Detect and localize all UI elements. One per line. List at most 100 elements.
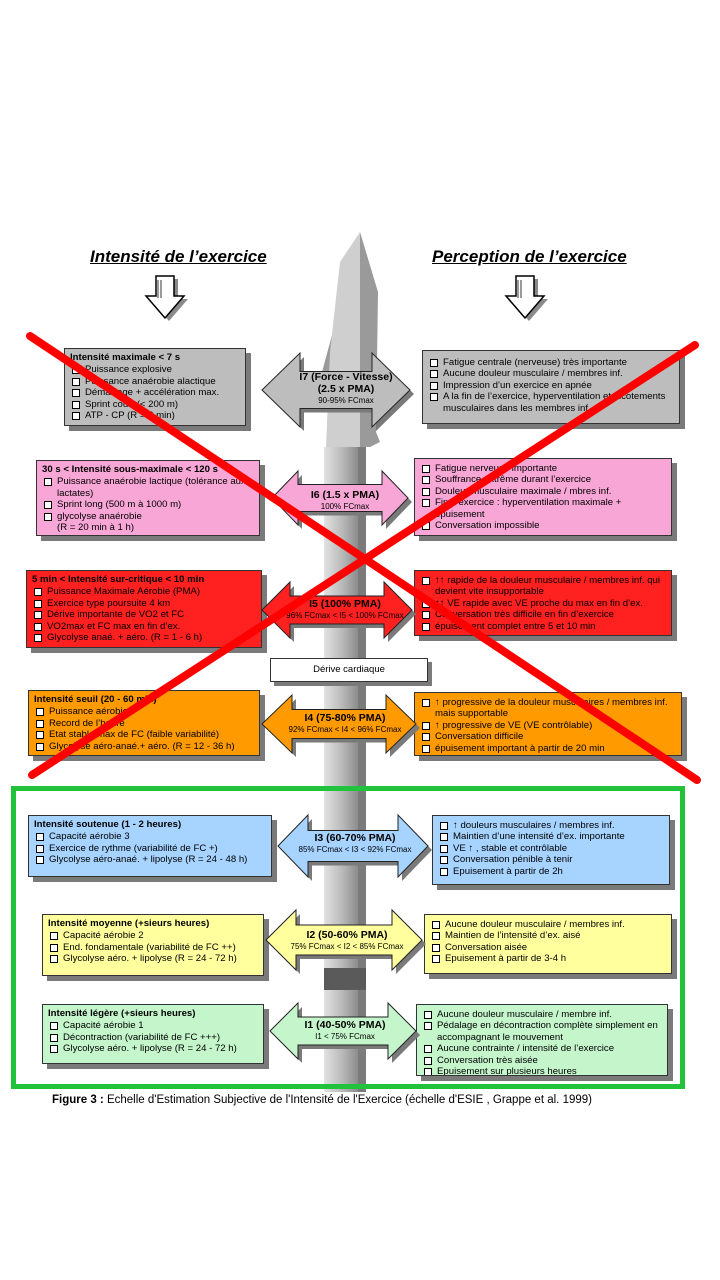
perception-item: Epuisement sur plusieurs heures (422, 1066, 662, 1075)
intensity-title: Intensité maximale < 7 s (70, 352, 181, 363)
perception-item: Aucune douleur musculaire / membre inf. (422, 1009, 662, 1020)
intensity-title: Intensité soutenue (1 - 2 heures) (34, 819, 182, 830)
intensity-item: VO2max et FC max en fin d’ex. (32, 621, 256, 632)
arrow-label-main: I5 (100% PMA) (309, 598, 381, 610)
caption-label: Figure 3 : (52, 1094, 104, 1106)
perception-item: Conversation très difficile en fin d’exe… (420, 609, 666, 620)
intensity-item: Démarrage + accélération max. (70, 387, 240, 398)
intensity-item: Dérive importante de VO2 et FC (32, 609, 256, 620)
intensity-item: Etat stable max de FC (faible variabilit… (34, 729, 254, 740)
intensity-box-i7: Intensité maximale < 7 s Puissance explo… (64, 348, 246, 426)
perception-item: épuisement important à partir de 20 min (420, 743, 676, 754)
arrow-label-note: I1 < 75% FCmax (315, 1032, 375, 1041)
intensity-title: Intensité légère (+sieurs heures) (48, 1008, 196, 1019)
arrow-label-main: I7 (Force - Vitesse) (299, 371, 393, 383)
arrow-label-main: I6 (1.5 x PMA) (310, 489, 380, 501)
perception-item: Maintien d’une intensité d’ex. important… (438, 831, 664, 842)
intensity-item: Glycolyse aéro. + lipolyse (R = 24 - 72 … (48, 1043, 258, 1054)
perception-box-i7: Fatigue centrale (nerveuse) très importa… (422, 350, 680, 424)
perception-item: Aucune douleur musculaire / membres inf. (430, 919, 666, 930)
perception-box-i1: Aucune douleur musculaire / membre inf. … (416, 1004, 668, 1076)
arrow-label-sub: (2.5 x PMA) (317, 383, 375, 395)
double-arrow-i5 (261, 580, 413, 640)
double-arrow-i3 (277, 813, 429, 879)
intensity-title: Intensité seuil (20 - 60 min) (34, 694, 157, 705)
cross-line (28, 341, 699, 779)
perception-item: ↑ progressive de VE (VE contrôlable) (420, 720, 676, 731)
intensity-item: Glycolyse aéro-anaé.+ aéro. (R = 12 - 36… (34, 741, 254, 752)
intensity-note: (R = 20 min à 1 h) (57, 522, 135, 534)
intensity-title: Intensité moyenne (+sieurs heures) (48, 918, 210, 929)
intensity-title: 5 min < Intensité sur-critique < 10 min (32, 574, 205, 585)
arrow-label-note: 90-95% FCmax (318, 396, 374, 405)
perception-item: Aucune contrainte / intensité de l’exerc… (422, 1043, 662, 1054)
arrow-label-i1: I1 (40-50% PMA) I1 < 75% FCmax (270, 1019, 420, 1043)
intensity-item: Puissance aérobie (34, 706, 254, 717)
perception-item: Douleur musculaire maximale / mbres inf. (420, 486, 666, 497)
perception-item: ↑ douleurs musculaires / membres inf. (438, 820, 664, 831)
arrow-label-main: I4 (75-80% PMA) (304, 712, 386, 724)
perception-item: Conversation aisée (430, 942, 666, 953)
perception-item: Fin d’exercice : hyperventilation maxima… (420, 497, 666, 520)
perception-item: ↑ progressive de la douleur musculaires … (420, 697, 676, 720)
perception-item: Impression d’un exercice en apnée (428, 380, 674, 391)
caption-text: Echelle d'Estimation Subjective de l'Int… (103, 1094, 592, 1106)
perception-item: épuisement complet entre 5 et 10 min (420, 621, 666, 632)
intensity-item: Capacité aérobie 3 (34, 831, 266, 842)
arrow-label-note: 85% FCmax < I3 < 92% FCmax (298, 845, 412, 854)
perception-item: Conversation pénible à tenir (438, 854, 664, 865)
intensity-box-i3: Intensité soutenue (1 - 2 heures) Capaci… (28, 815, 272, 877)
arrow-label-note: 92% FCmax < I4 < 96% FCmax (288, 725, 402, 734)
perception-item: A la fin de l’exercice, hyperventilation… (428, 391, 674, 414)
intensity-box-i5: 5 min < Intensité sur-critique < 10 min … (26, 570, 262, 648)
arrow-label-note: 96% FCmax < I5 < 100% FCmax (286, 611, 404, 620)
right-heading: Perception de l’exercice (432, 247, 627, 266)
perception-box-i4: ↑ progressive de la douleur musculaires … (414, 692, 682, 756)
arrow-label-main: I2 (50-60% PMA) (306, 929, 388, 941)
perception-item: Epuisement à partir de 3-4 h (430, 953, 666, 964)
perception-item: Conversation très aisée (422, 1055, 662, 1066)
arrow-label-note: 75% FCmax < I2 < 85% FCmax (290, 942, 404, 951)
perception-item: Aucune douleur musculaire / membres inf. (428, 368, 674, 379)
arrow-label-i4: I4 (75-80% PMA) 92% FCmax < I4 < 96% FCm… (270, 712, 420, 736)
arrow-label-i3: I3 (60-70% PMA) 85% FCmax < I3 < 92% FCm… (280, 832, 430, 856)
perception-box-i3: ↑ douleurs musculaires / membres inf. Ma… (432, 815, 670, 885)
intensity-box-i4: Intensité seuil (20 - 60 min) Puissance … (28, 690, 260, 756)
double-arrow-i1 (269, 1001, 417, 1061)
perception-item: Pédalage en décontraction complète simpl… (422, 1020, 662, 1043)
intensity-item: Record de l’heure (34, 718, 254, 729)
intensity-item: Capacité aérobie 2 (48, 930, 258, 941)
intensity-item: Capacité aérobie 1 (48, 1020, 258, 1031)
double-arrow-i2 (265, 908, 423, 972)
intensity-item: Exercice type poursuite 4 km (32, 598, 256, 609)
intensity-item: ATP - CP (R = 3 min) (70, 410, 240, 421)
green-highlight-frame (11, 786, 685, 1089)
perception-item: Souffrance extrême durant l’exercice (420, 474, 666, 485)
perception-box-i5: ↑↑ rapide de la douleur musculaire / mem… (414, 570, 672, 636)
perception-item: VE ↑ , stable et contrôlable (438, 843, 664, 854)
perception-item: Fatigue nerveuse importante (420, 463, 666, 474)
arrow-label-i6: I6 (1.5 x PMA) 100% FCmax (280, 489, 410, 513)
double-arrow-i7 (261, 351, 411, 429)
intensity-box-i2: Intensité moyenne (+sieurs heures) Capac… (42, 914, 264, 976)
intensity-item: Exercice de rythme (variabilité de FC +) (34, 843, 266, 854)
perception-item: Conversation difficile (420, 731, 676, 742)
arrow-label-i7: I7 (Force - Vitesse) (2.5 x PMA) 90-95% … (284, 371, 408, 407)
cardiac-drift-label: Dérive cardiaque (270, 658, 428, 682)
double-arrow-i4 (261, 693, 417, 755)
perception-item: Maintien de l’intensité d’ex. aisé (430, 930, 666, 941)
arrow-label-note: 100% FCmax (320, 502, 370, 511)
figure-caption: Figure 3 : Echelle d'Estimation Subjecti… (52, 1094, 592, 1106)
arrow-label-i5: I5 (100% PMA) 96% FCmax < I5 < 100% FCma… (270, 598, 420, 622)
intensity-item: End. fondamentale (variabilité de FC ++) (48, 942, 258, 953)
intensity-item: Puissance Maximale Aérobie (PMA) (32, 586, 256, 597)
intensity-item: Sprint long (500 m à 1000 m) (42, 499, 254, 510)
intensity-item: Puissance anaérobie lactique (tolérance … (42, 476, 254, 499)
perception-box-i2: Aucune douleur musculaire / membres inf.… (424, 914, 672, 974)
intensity-box-i1: Intensité légère (+sieurs heures) Capaci… (42, 1004, 264, 1064)
arrow-label-main: I3 (60-70% PMA) (314, 832, 396, 844)
intensity-item: Puissance anaérobie alactique (70, 376, 240, 387)
intensity-item: glycolyse anaérobie (42, 511, 254, 522)
